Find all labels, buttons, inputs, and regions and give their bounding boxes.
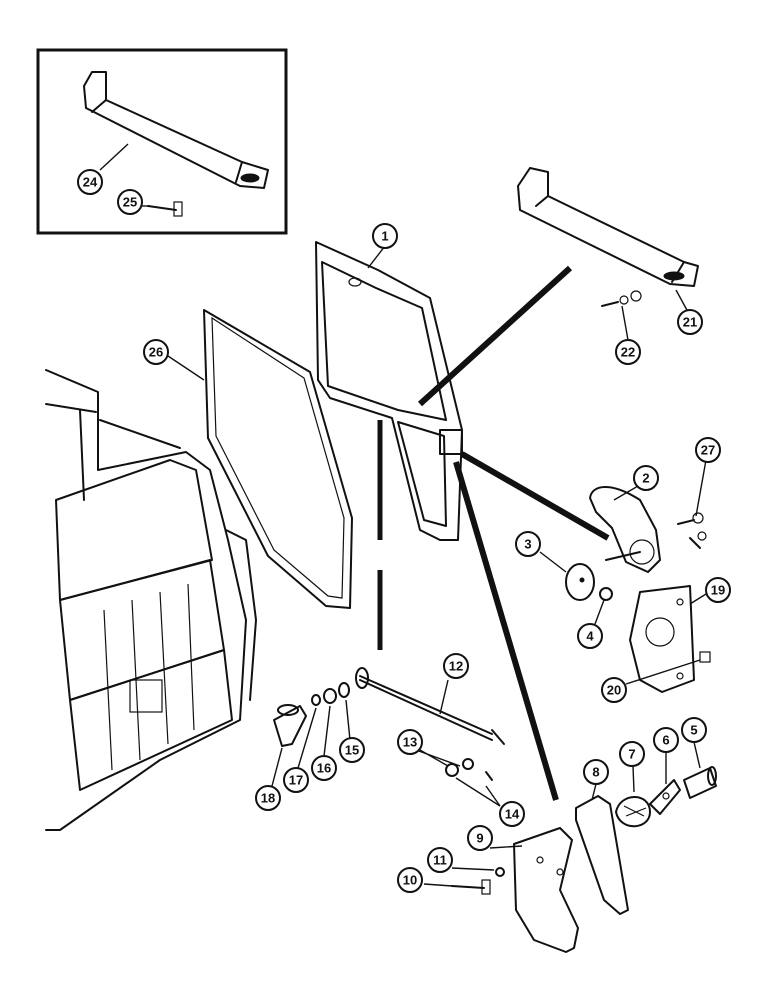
callout-13: 13: [397, 729, 423, 755]
callout-12: 12: [443, 653, 469, 679]
callout-13-label: 13: [403, 735, 417, 750]
washers-13-14: [445, 758, 493, 781]
callout-9: 9: [467, 825, 493, 851]
callout-2-label: 2: [642, 471, 649, 486]
inside-handle-2: [589, 486, 661, 573]
callout-5-label: 5: [690, 723, 697, 738]
plate-6: [649, 779, 681, 815]
callout-27: 27: [695, 437, 721, 463]
cab-body: [45, 369, 257, 831]
latch-19: [629, 585, 695, 693]
callout-14-label: 14: [505, 807, 520, 822]
bracket-8: [575, 795, 629, 915]
washer-11: [495, 867, 505, 877]
callout-12-label: 12: [449, 659, 463, 674]
knob-parts: [273, 682, 350, 747]
keys-27: [677, 512, 707, 549]
callout-21-label: 21: [683, 315, 697, 330]
callout-17-label: 17: [289, 773, 303, 788]
callout-7: 7: [619, 741, 645, 767]
callout-3: 3: [515, 531, 541, 557]
callout-22-label: 22: [621, 345, 635, 360]
callout-11-label: 11: [433, 853, 447, 868]
callout-19: 19: [705, 577, 731, 603]
bracket-9: [513, 827, 579, 953]
callout-11: 11: [427, 847, 453, 873]
callout-20: 20: [601, 677, 627, 703]
callout-16: 16: [311, 755, 337, 781]
nut-4: [599, 587, 613, 601]
callout-27-label: 27: [701, 443, 715, 458]
callout-3-label: 3: [524, 537, 531, 552]
callout-24-label: 24: [83, 175, 98, 190]
door-seal-26: [203, 309, 353, 609]
door-frame-1: [315, 241, 463, 541]
screw-20: [699, 651, 711, 663]
callout-22: 22: [615, 339, 641, 365]
callout-20-label: 20: [607, 683, 621, 698]
alt-handle-24: [83, 71, 269, 189]
callout-16-label: 16: [317, 761, 331, 776]
callout-6: 6: [653, 727, 679, 753]
screw-25: [147, 201, 183, 217]
callout-1-label: 1: [381, 229, 388, 244]
callout-26-label: 26: [149, 345, 163, 360]
callout-1: 1: [372, 223, 398, 249]
callout-10: 10: [397, 867, 423, 893]
sleeve-5: [683, 766, 717, 799]
callout-26: 26: [143, 339, 169, 365]
callout-8: 8: [583, 759, 609, 785]
door-handle-21: [517, 167, 699, 287]
callout-18: 18: [255, 785, 281, 811]
callout-15: 15: [339, 737, 365, 763]
inset-box: [36, 48, 288, 235]
callout-8-label: 8: [592, 765, 599, 780]
callout-6-label: 6: [662, 733, 669, 748]
callout-18-label: 18: [261, 791, 275, 806]
callout-25: 25: [117, 189, 143, 215]
callout-17: 17: [283, 767, 309, 793]
screw-washer-22: [601, 290, 642, 307]
callout-leaders: [99, 143, 707, 887]
callout-15-label: 15: [345, 743, 359, 758]
callout-4: 4: [577, 623, 603, 649]
callout-7-label: 7: [628, 747, 635, 762]
callout-21: 21: [677, 309, 703, 335]
callout-10-label: 10: [403, 873, 417, 888]
assembly-leaders: [377, 265, 610, 801]
screw-10: [451, 879, 491, 895]
washer-3: [565, 563, 595, 601]
callout-9-label: 9: [476, 831, 483, 846]
callout-19-label: 19: [711, 583, 725, 598]
spring-7: [615, 796, 651, 828]
callout-14: 14: [499, 801, 525, 827]
callout-25-label: 25: [123, 195, 137, 210]
callout-2: 2: [633, 465, 659, 491]
callout-5: 5: [681, 717, 707, 743]
callout-4-label: 4: [586, 629, 594, 644]
rod-12: [355, 667, 505, 745]
callout-24: 24: [77, 169, 103, 195]
